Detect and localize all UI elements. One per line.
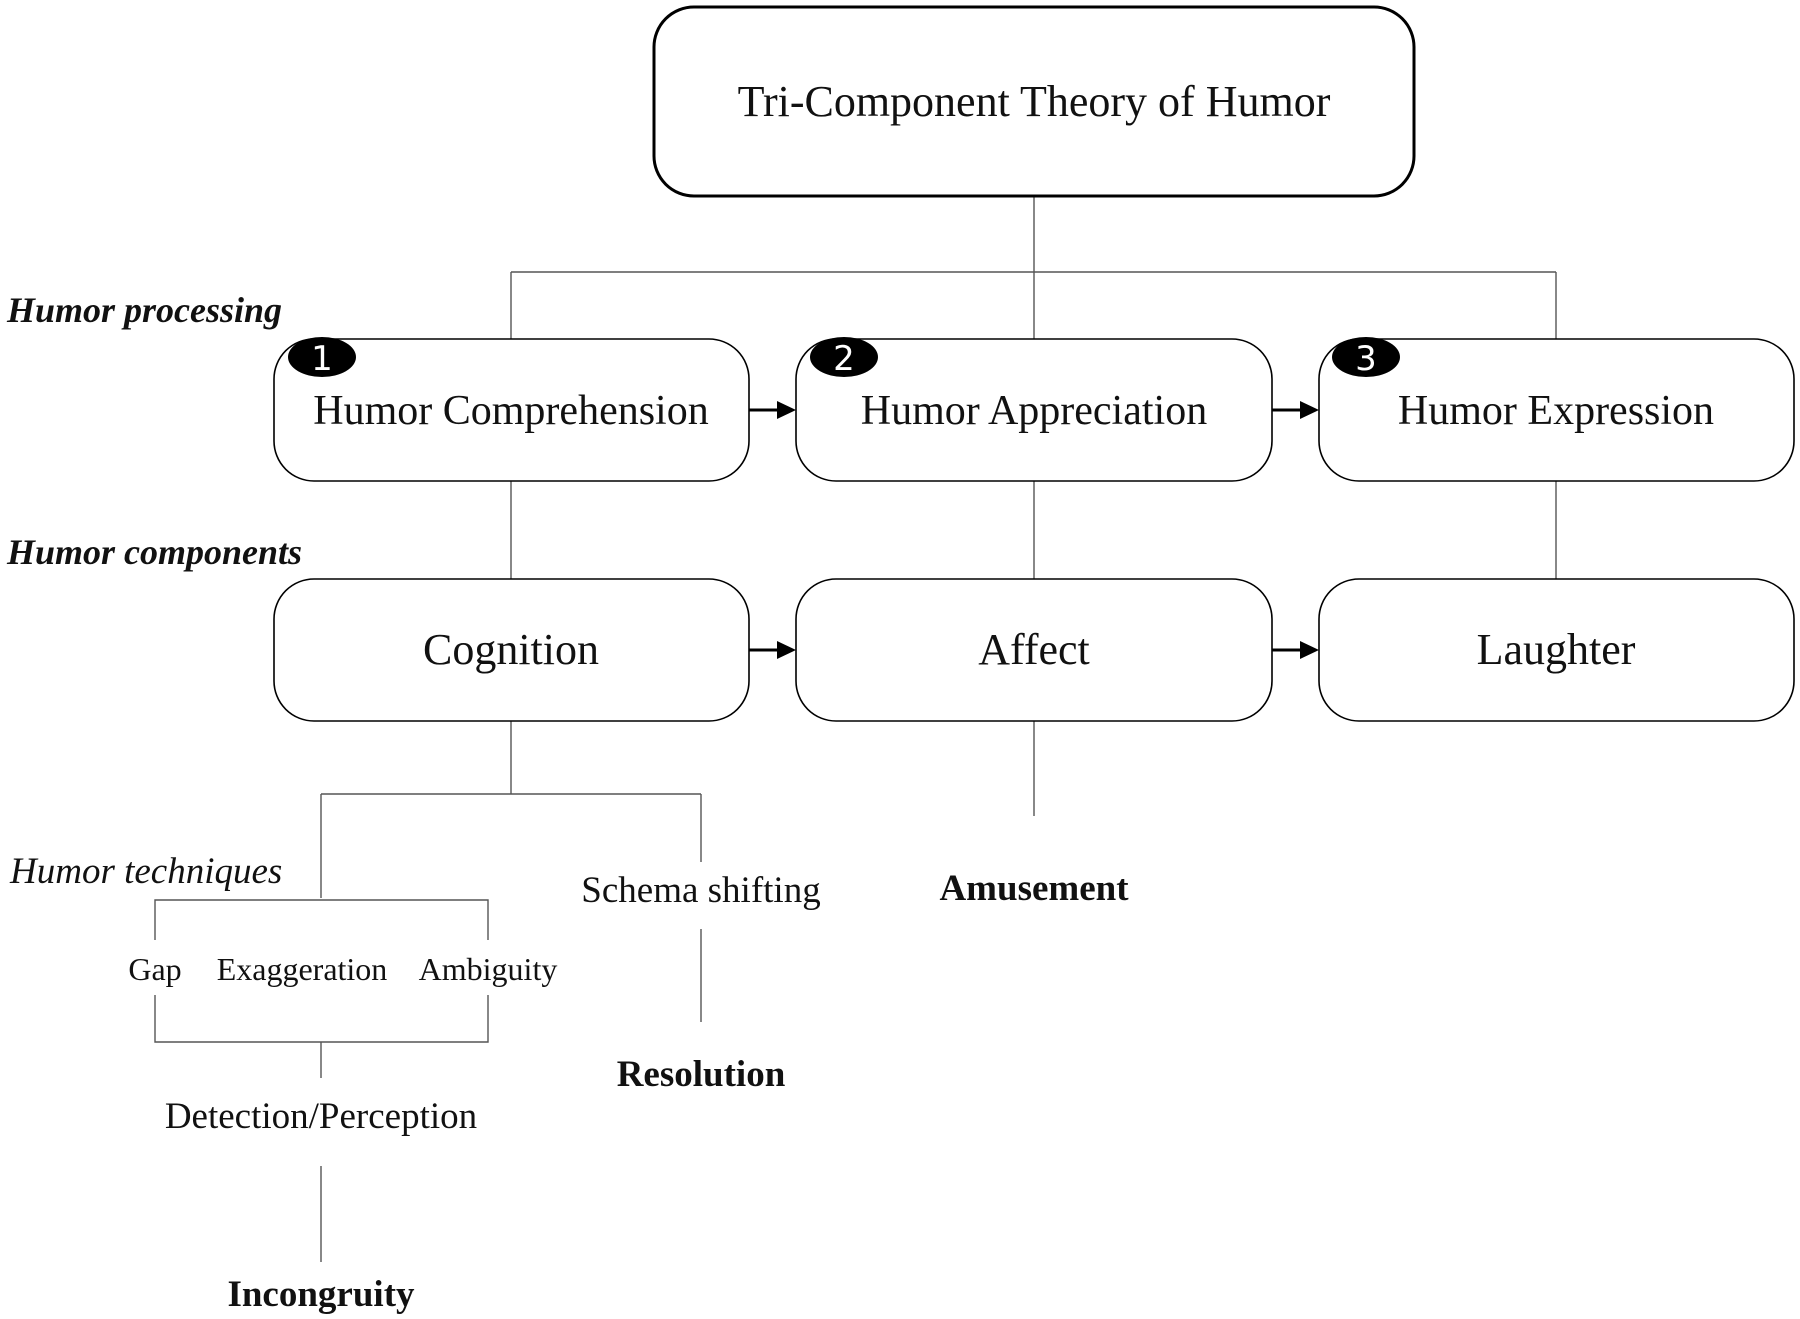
diagram-title: Tri-Component Theory of Humor: [738, 77, 1331, 126]
component-box: [795, 578, 1273, 722]
step-box: [795, 338, 1273, 482]
component-box: [273, 578, 750, 722]
arrow-head: [777, 401, 796, 419]
processing-step-comprehension: 1 Humor Comprehension: [273, 337, 750, 482]
connectors: [154, 196, 1557, 1262]
component-box: [1318, 578, 1795, 722]
step-number-badge: [288, 337, 356, 377]
processing-step-expression: 3 Humor Expression: [1318, 337, 1795, 482]
step-number: 3: [1355, 339, 1377, 379]
outcome-resolution: Resolution: [617, 1054, 786, 1095]
step-box: [1318, 338, 1795, 482]
component-label: Affect: [978, 625, 1090, 674]
section-label-components: Humor components: [6, 532, 302, 572]
component-label: Laughter: [1477, 625, 1636, 674]
technique-gap: Gap: [128, 951, 181, 987]
arrow-head: [777, 641, 796, 659]
step-number: 2: [833, 339, 855, 379]
section-label-techniques: Humor techniques: [9, 851, 282, 892]
step-label: Humor Appreciation: [861, 388, 1207, 434]
component-affect: Affect: [795, 578, 1273, 722]
technique-exaggeration: Exaggeration: [217, 951, 388, 987]
step-number-badge: [810, 337, 878, 377]
component-cognition: Cognition: [273, 578, 750, 722]
arrows: [749, 401, 1319, 659]
outcome-amusement: Amusement: [939, 868, 1129, 909]
processing-step-appreciation: 2 Humor Appreciation: [795, 337, 1273, 482]
title-box: [652, 5, 1416, 198]
schema-shifting-label: Schema shifting: [581, 870, 820, 911]
step-box: [273, 338, 750, 482]
component-laughter: Laughter: [1318, 578, 1795, 722]
component-label: Cognition: [423, 625, 599, 674]
step-label: Humor Expression: [1398, 388, 1714, 434]
outcome-incongruity: Incongruity: [227, 1274, 415, 1315]
detection-perception-label: Detection/Perception: [165, 1096, 477, 1137]
step-number-badge: [1332, 337, 1400, 377]
techniques-bracket-bottom: [154, 995, 489, 1043]
arrow-head: [1300, 401, 1319, 419]
step-label: Humor Comprehension: [313, 388, 708, 434]
section-label-processing: Humor processing: [6, 290, 282, 330]
technique-ambiguity: Ambiguity: [419, 951, 558, 987]
arrow-head: [1300, 641, 1319, 659]
techniques-bracket-top: [154, 899, 489, 940]
step-number: 1: [311, 339, 333, 379]
